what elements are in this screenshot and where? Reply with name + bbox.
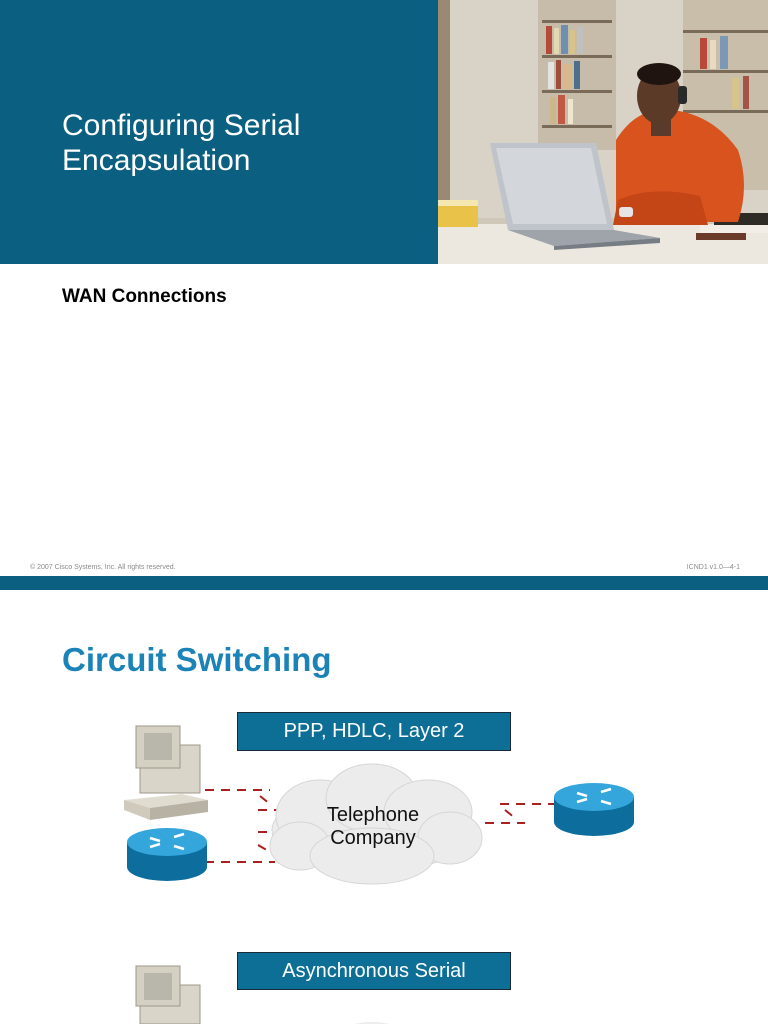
cloud-line-2: Company (330, 827, 416, 849)
photo-student-laptop (438, 0, 768, 264)
title-panel (0, 0, 438, 264)
cloud-line-1: Telephone (326, 804, 420, 826)
slide-title: Configuring Serial Encapsulation (62, 108, 422, 178)
ppp-hdlc-label-box: PPP, HDLC, Layer 2 (237, 712, 511, 751)
slide-number: ICND1 v1.0—4-1 (686, 564, 740, 571)
async-serial-label-box: Asynchronous Serial (237, 952, 511, 990)
slide-subtitle: WAN Connections (62, 286, 227, 307)
telephone-company-label: Telephone Company (300, 804, 446, 850)
computer-icon-1 (124, 725, 208, 820)
slide-title-line-2: Encapsulation (62, 144, 251, 177)
slide-divider-bar (0, 576, 768, 590)
cloud-icon (269, 763, 483, 885)
slide-title-line-1: Configuring Serial (62, 109, 301, 142)
computer-icon-2 (135, 965, 201, 1024)
router-icon-1 (127, 828, 207, 881)
network-diagram (124, 725, 634, 1024)
copyright-footer: © 2007 Cisco Systems, Inc. All rights re… (30, 564, 176, 571)
circuit-switching-title: Circuit Switching (62, 641, 332, 678)
router-icon-2 (554, 783, 634, 836)
